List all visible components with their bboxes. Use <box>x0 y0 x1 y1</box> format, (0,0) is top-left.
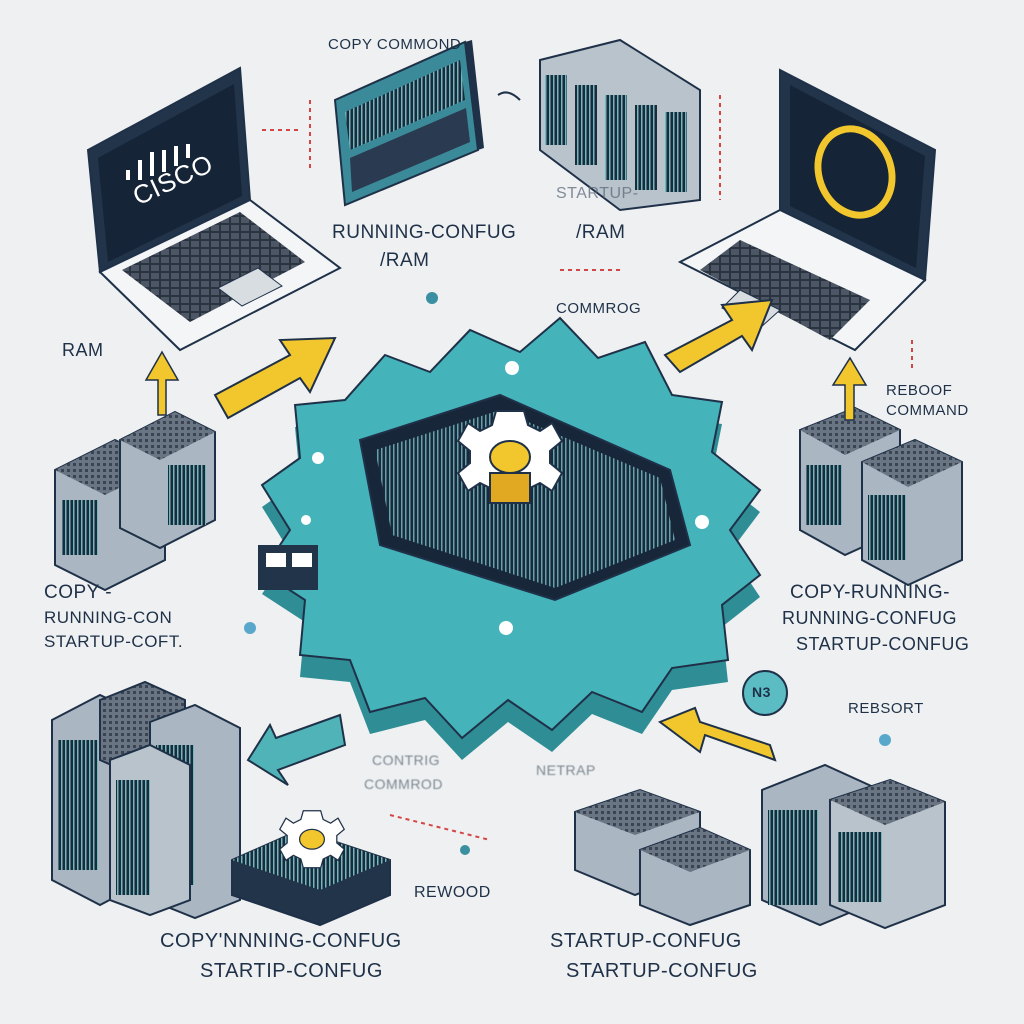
label-startup-fragment: STARTUP- <box>556 185 639 202</box>
central-gear-icon <box>457 410 563 504</box>
server-rack-icon-top <box>539 38 701 212</box>
label-bottom-left-2: STARTIP-CONFUG <box>200 960 383 982</box>
label-commrog: COMMROG <box>556 300 642 317</box>
label-reboot-right: REBSORT <box>848 700 924 717</box>
switch-icon-top <box>333 40 484 207</box>
label-netrap: NETRAP <box>536 762 596 778</box>
ring-icon <box>814 125 896 219</box>
badge-icon <box>742 670 788 716</box>
label-running-config-ram: RUNNING-CONFUG <box>332 222 517 243</box>
laptop-icon-cisco <box>86 66 342 352</box>
arrow-icon-bottom-right <box>657 706 777 762</box>
label-top-ram: /RAM <box>576 222 626 243</box>
label-copy-right: COPY-RUNNING- <box>790 582 950 603</box>
badge-label: N3 <box>752 684 771 700</box>
server-rack-icon-bottom-right <box>574 763 946 930</box>
server-rack-icon-left <box>54 410 216 592</box>
central-chip-icon <box>258 316 762 760</box>
label-running-config-ram-2: /RAM <box>380 250 430 271</box>
label-reboot: REBOOF <box>886 382 953 399</box>
arrow-icon-reboot-up <box>831 356 868 421</box>
label-bottom-right-2: STARTUP-CONFUG <box>566 960 758 982</box>
arrow-icon-bottom-left <box>246 713 347 786</box>
label-ram-left: RAM <box>62 340 104 360</box>
label-reboot-bottom: REWOOD <box>414 884 491 901</box>
label-copy-right-3: STARTUP-CONFUG <box>796 634 970 654</box>
label-copy-left-2: RUNNING-CON <box>44 608 173 627</box>
laptop-icon-ring <box>677 68 937 352</box>
arrow-icon-left-up <box>213 336 337 420</box>
label-copy-command-top: COPY COMMOND <box>328 36 462 53</box>
arrow-icon-ram-up <box>144 350 180 416</box>
connector-lines <box>262 95 913 841</box>
label-commrod: COMMROD <box>364 776 443 792</box>
label-reboot-command: COMMAND <box>886 402 969 419</box>
server-rack-icon-bottom-left <box>51 680 241 920</box>
label-copy-left-3: STARTUP-COFT. <box>44 632 184 651</box>
label-contrig: CONTRIG <box>372 752 441 768</box>
arrow-icon-right-up <box>663 298 774 374</box>
label-copy-left: COPY - <box>44 582 113 603</box>
label-bottom-right: STARTUP-CONFUG <box>550 930 742 952</box>
server-rack-icon-right <box>799 406 963 587</box>
router-gear-icon <box>231 810 391 927</box>
label-bottom-left: COPY'NNNING-CONFUG <box>160 930 402 952</box>
label-copy-right-2: RUNNING-CONFUG <box>782 608 957 628</box>
